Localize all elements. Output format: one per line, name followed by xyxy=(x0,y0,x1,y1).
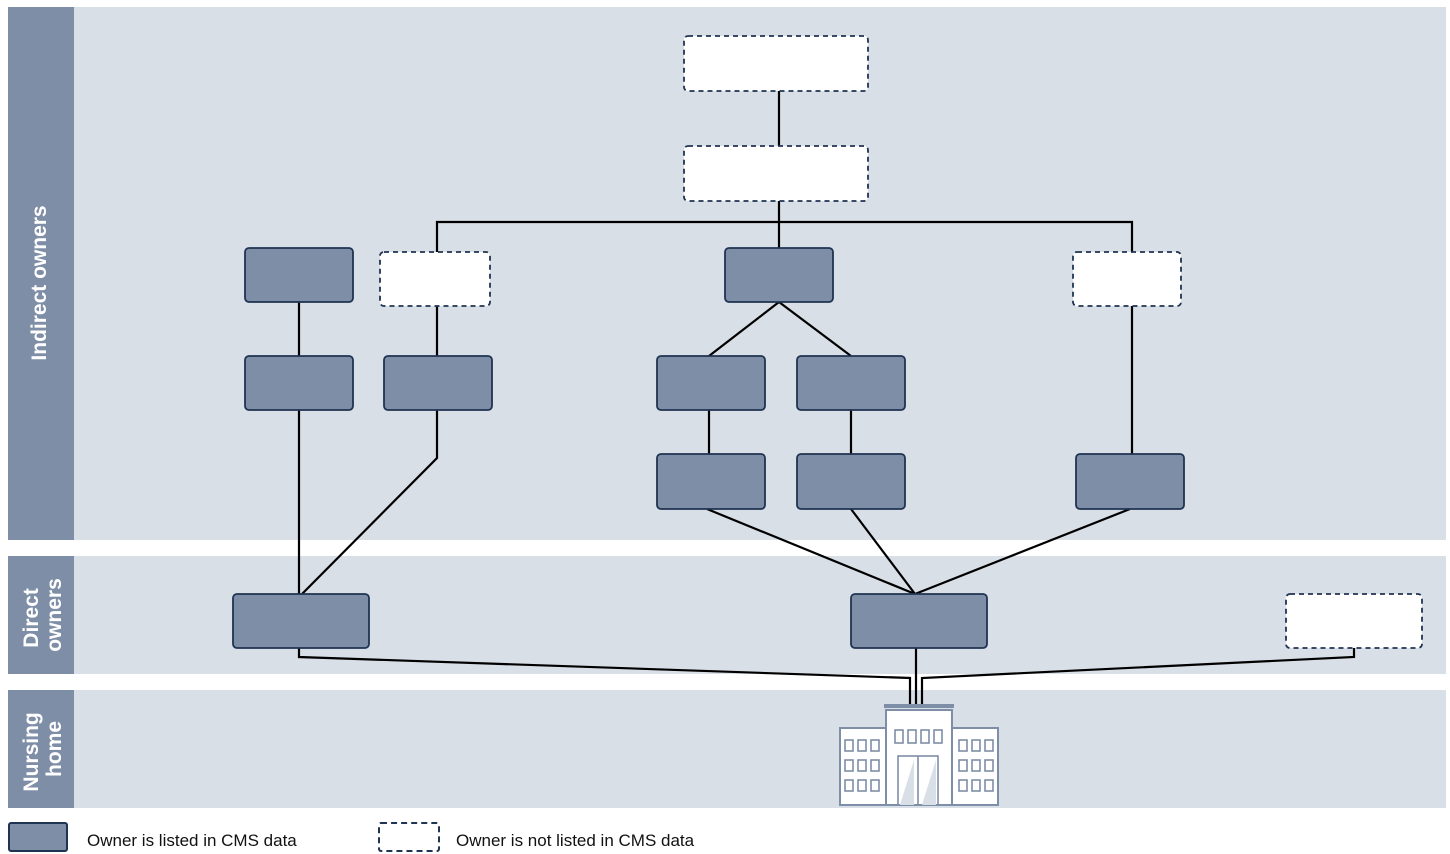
edge-direct3-nursing xyxy=(920,648,1356,706)
edge-b2-direct1 xyxy=(301,410,439,595)
owner-box-c2 xyxy=(656,355,766,411)
connectors xyxy=(297,91,1356,706)
nursing-home-label-line1: Nursing xyxy=(20,712,43,791)
nursing-home-label-line2: home xyxy=(43,721,66,777)
owner-box-d2 xyxy=(1075,453,1185,510)
edge-c5-direct2 xyxy=(850,508,916,595)
edge-top2-b1-d1 xyxy=(435,220,1134,252)
direct-owners-label: Direct owners xyxy=(20,578,66,652)
direct-owners-band xyxy=(8,556,1446,674)
owner-box-d1 xyxy=(1072,251,1182,307)
direct-owners-label-line2: owners xyxy=(43,578,66,652)
owner-box-top2 xyxy=(683,145,869,202)
owner-box-direct1 xyxy=(232,593,370,649)
edge-direct1-nursing xyxy=(297,648,912,706)
edge-c4-direct2 xyxy=(706,507,916,596)
owner-box-top1 xyxy=(683,35,869,92)
nursing-home-band xyxy=(8,690,1446,808)
direct-owners-label-strip xyxy=(8,556,74,674)
edge-d2-direct2 xyxy=(914,507,1131,596)
legend-not-listed-swatch xyxy=(378,822,442,854)
legend-listed-swatch xyxy=(8,822,72,854)
owner-box-b2 xyxy=(383,355,493,411)
owner-box-c5 xyxy=(796,453,906,510)
unlisted-owner-boxes xyxy=(379,35,1423,649)
nursing-home-label-strip xyxy=(8,690,74,808)
owner-box-b1 xyxy=(379,251,491,307)
indirect-owners-label-strip xyxy=(8,7,74,540)
nursing-home-building-icon xyxy=(839,704,999,806)
owner-box-a2 xyxy=(244,355,354,411)
edge-c1-c2 xyxy=(708,301,780,357)
edge-c1-c3 xyxy=(778,301,852,357)
direct-owners-label-line1: Direct xyxy=(20,588,43,648)
indirect-owners-label: Indirect owners xyxy=(28,205,51,360)
owner-box-c4 xyxy=(656,453,766,510)
legend-listed-label: Owner is listed in CMS data xyxy=(87,831,297,850)
owner-box-a1 xyxy=(244,247,354,303)
nursing-home-label: Nursing home xyxy=(20,706,66,791)
owner-box-direct2 xyxy=(850,593,988,649)
owner-box-c3 xyxy=(796,355,906,411)
listed-owner-boxes xyxy=(232,247,1185,649)
owner-box-c1 xyxy=(724,247,834,303)
owner-box-direct3 xyxy=(1285,593,1423,649)
legend-not-listed-label: Owner is not listed in CMS data xyxy=(456,831,695,850)
